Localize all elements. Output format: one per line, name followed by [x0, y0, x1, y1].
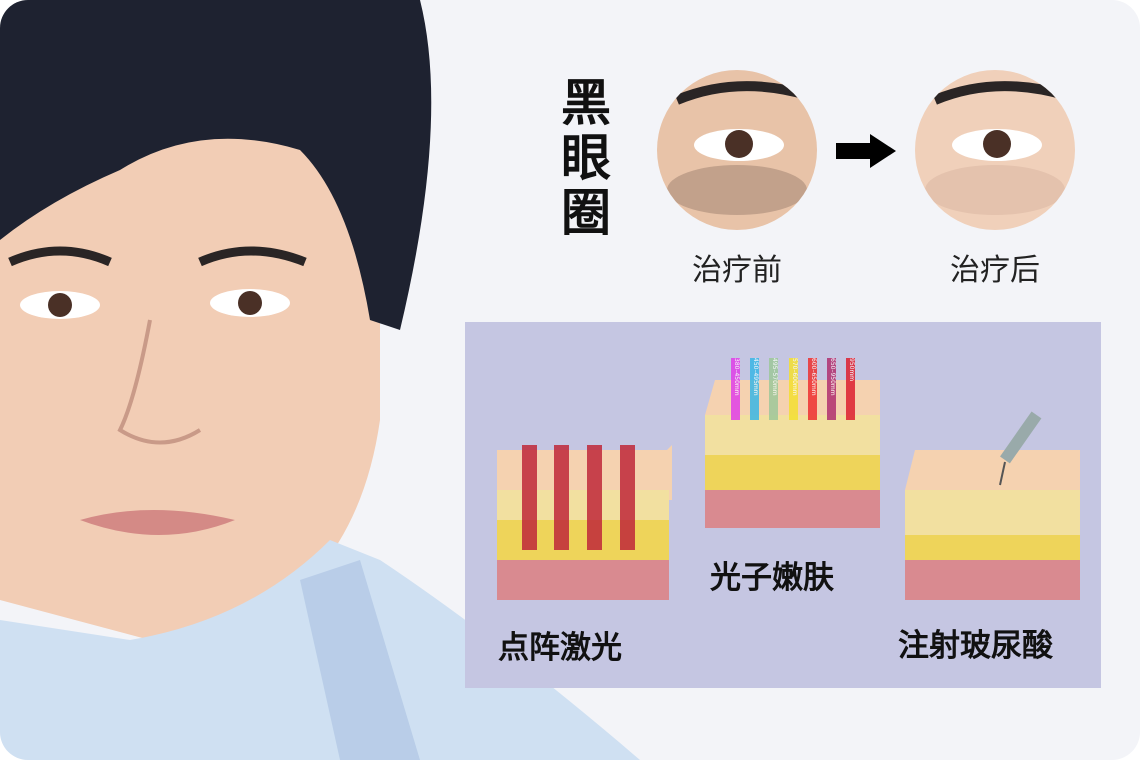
page-title: 黑眼圈: [561, 74, 611, 242]
wavelength-bar: 450–495mm: [750, 358, 759, 420]
after-label: 治疗后: [950, 253, 1040, 288]
man-face-illustration: [0, 0, 640, 760]
hyaluronic-injection-skin-diagram: [905, 411, 1080, 600]
treatment-label-ipl: 光子嫩肤: [710, 560, 834, 596]
treatment-label-fractional-laser: 点阵激光: [498, 630, 622, 666]
syringe-icon: [999, 411, 1042, 486]
wavelength-bar: 600–650mm: [808, 358, 817, 420]
treatment-label-hyaluronic: 注射玻尿酸: [898, 628, 1053, 664]
ipl-skin-diagram: [705, 380, 880, 528]
eye-before-image: [657, 70, 817, 230]
wavelength-bar: 570–600mm: [789, 358, 798, 420]
wavelength-bar: 950mm: [846, 358, 855, 420]
eye-after-image: [915, 70, 1075, 230]
arrow-right-icon: [836, 134, 896, 168]
fractional-laser-skin-diagram: [497, 445, 672, 600]
before-label: 治疗前: [692, 253, 782, 288]
wavelength-bar: 650–950mm: [827, 358, 836, 420]
wavelength-bar: 380–450mm: [731, 358, 740, 420]
wavelength-bar: 495–570mm: [769, 358, 778, 420]
